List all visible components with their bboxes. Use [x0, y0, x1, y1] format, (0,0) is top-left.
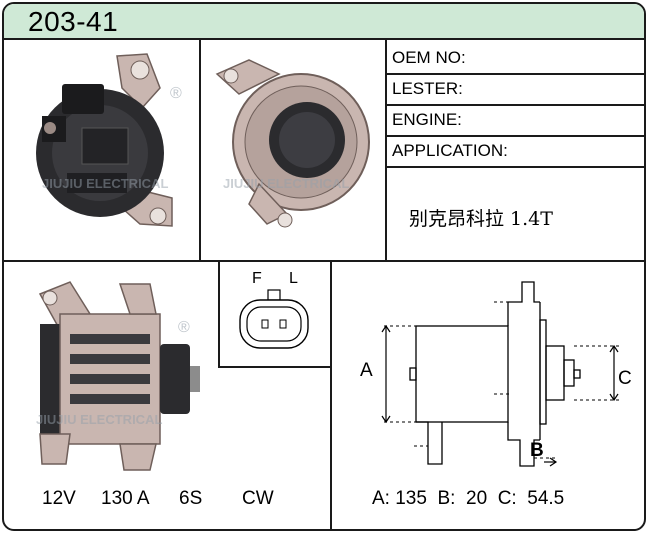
divider-vertical-2 [385, 40, 387, 260]
divider-horizontal-main [4, 260, 644, 262]
watermark-mark-3: ® [178, 319, 190, 336]
spec-rotation: CW [242, 488, 274, 509]
spec-groove: 6S [179, 488, 203, 509]
divider-vertical-3 [330, 260, 332, 529]
dimension-drawing [381, 281, 622, 467]
alternator-front-photo: JIUJIU ELECTRICAL [215, 59, 370, 228]
lester-label: LESTER: [392, 79, 463, 98]
table-row-line-2 [385, 104, 644, 106]
datasheet: 203-41 OEM NO: LESTER: ENGINE: APPLICATI… [2, 2, 646, 531]
spec-amperage: 130 A [101, 488, 150, 509]
dimension-c-label: C [618, 368, 632, 389]
table-row-line-4 [385, 166, 644, 168]
spec-voltage: 12V [42, 488, 76, 509]
connector-plug-icon [239, 289, 309, 349]
alternator-rear-photo: JIUJIU ELECTRICAL ® [36, 53, 182, 227]
watermark-photo-1: JIUJIU ELECTRICAL [42, 176, 168, 191]
connector-box [218, 260, 330, 368]
title-bar: 203-41 [4, 4, 644, 40]
dimension-values: A: 135 B: 20 C: 54.5 [372, 488, 565, 509]
connector-pin-l-label: L [289, 270, 298, 287]
table-row-line-1 [385, 73, 644, 75]
dimension-a-label: A [360, 360, 373, 381]
connector-pin-f-label: F [252, 270, 262, 287]
watermark-mark-1: ® [170, 85, 182, 102]
dimension-b-label: B [530, 440, 544, 461]
divider-vertical-1 [199, 40, 201, 260]
table-row-line-3 [385, 135, 644, 137]
watermark-photo-2: JIUJIU ELECTRICAL [223, 176, 349, 191]
oem-no-label: OEM NO: [392, 48, 466, 67]
engine-label: ENGINE: [392, 110, 462, 129]
watermark-photo-3: JIUJIU ELECTRICAL [36, 412, 162, 427]
application-label: APPLICATION: [392, 141, 508, 160]
alternator-side-photo: JIUJIU ELECTRICAL ® [36, 281, 200, 471]
model-number: 203-41 [28, 6, 119, 37]
application-value: 别克昂科拉 1.4T [409, 208, 553, 230]
